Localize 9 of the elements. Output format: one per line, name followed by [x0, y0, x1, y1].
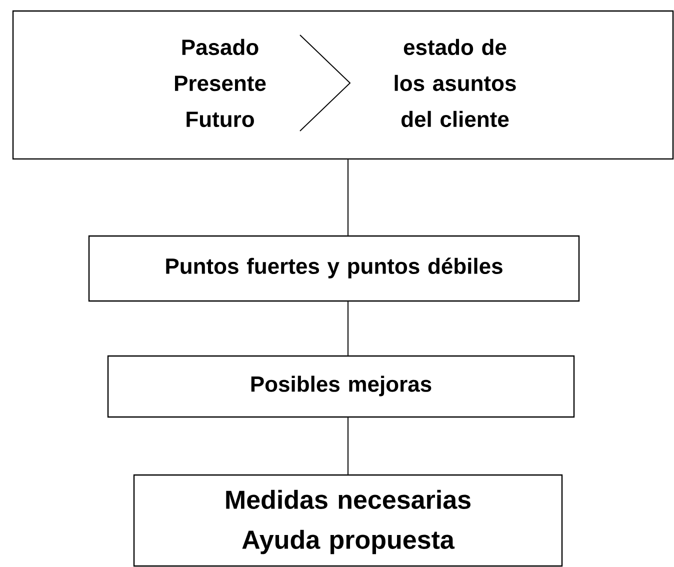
box-text: estado de los asuntos del cliente [394, 38, 516, 128]
box-text: Puntos fuertes y puntos débiles [166, 258, 502, 278]
box-text: Medidas necesarias Ayuda propuesta [226, 490, 470, 554]
process-box [12, 10, 674, 160]
process-box [107, 355, 575, 418]
process-box [88, 235, 580, 302]
box-text: Pasado Presente Futuro [175, 38, 266, 128]
process-box [133, 474, 563, 567]
box-text: Posibles mejoras [251, 376, 432, 396]
